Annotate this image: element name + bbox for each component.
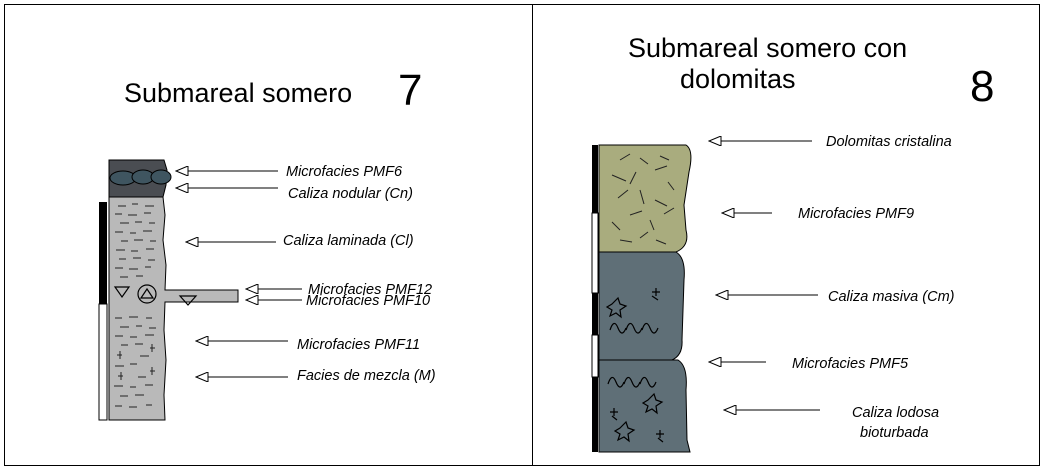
label-microfacies-pmf11: Microfacies PMF11: [297, 337, 421, 353]
label-facies-de-mezcla: Facies de mezcla (M): [297, 368, 436, 384]
laminated-limestone-bed: [108, 196, 239, 421]
label-microfacies-pmf9: Microfacies PMF9: [798, 206, 915, 222]
left-callout-arrows: [176, 171, 302, 377]
left-panel-number: 7: [398, 66, 423, 115]
right-scale-bar-2: [591, 212, 599, 294]
right-scale-bar-1: [592, 145, 598, 213]
label-microfacies-pmf5: Microfacies PMF5: [792, 356, 909, 372]
label-caliza-masiva: Caliza masiva (Cm): [828, 289, 955, 305]
crystalline-dolomite-bed: [598, 144, 692, 253]
fossil-symbols: [113, 284, 198, 306]
label-bioturbada: bioturbada: [860, 425, 929, 441]
label-dolomitas-cristalina: Dolomitas cristalina: [826, 134, 952, 150]
left-stratigraphic-column: [98, 159, 239, 421]
left-scale-bar-black: [99, 202, 107, 304]
right-panel-title-line2: dolomitas: [680, 64, 796, 94]
right-panel-number: 8: [970, 62, 995, 111]
bioturbation-symbols: [605, 288, 664, 443]
dolomite-crystal-marks: [611, 153, 675, 245]
right-scale-bar-5: [592, 377, 598, 452]
label-caliza-laminada: Caliza laminada (Cl): [283, 233, 414, 249]
label-caliza-lodosa: Caliza lodosa: [852, 405, 940, 421]
right-panel-title-line1: Submareal somero con: [628, 33, 908, 63]
label-microfacies-pmf10: Microfacies PMF10: [306, 293, 431, 309]
right-scale-bar-3: [592, 293, 598, 335]
nodule-layer: [109, 169, 172, 186]
label-caliza-nodular: Caliza nodular (Cn): [288, 186, 413, 202]
bioturbated-mudstone-bed: [598, 359, 691, 453]
right-scale-bar-4: [591, 334, 599, 378]
massive-limestone-bed: [598, 251, 685, 361]
label-microfacies-pmf6: Microfacies PMF6: [286, 164, 403, 180]
left-scale-bar-white: [98, 303, 108, 421]
label-microfacies-pmf12: Microfacies PMF12: [308, 282, 433, 298]
lamination-marks: [114, 203, 156, 408]
right-callout-arrows: [709, 141, 820, 410]
figure-frame: [4, 4, 1040, 466]
panel-divider: [532, 4, 533, 466]
left-panel-title: Submareal somero: [124, 78, 353, 108]
right-stratigraphic-column: [591, 144, 692, 453]
